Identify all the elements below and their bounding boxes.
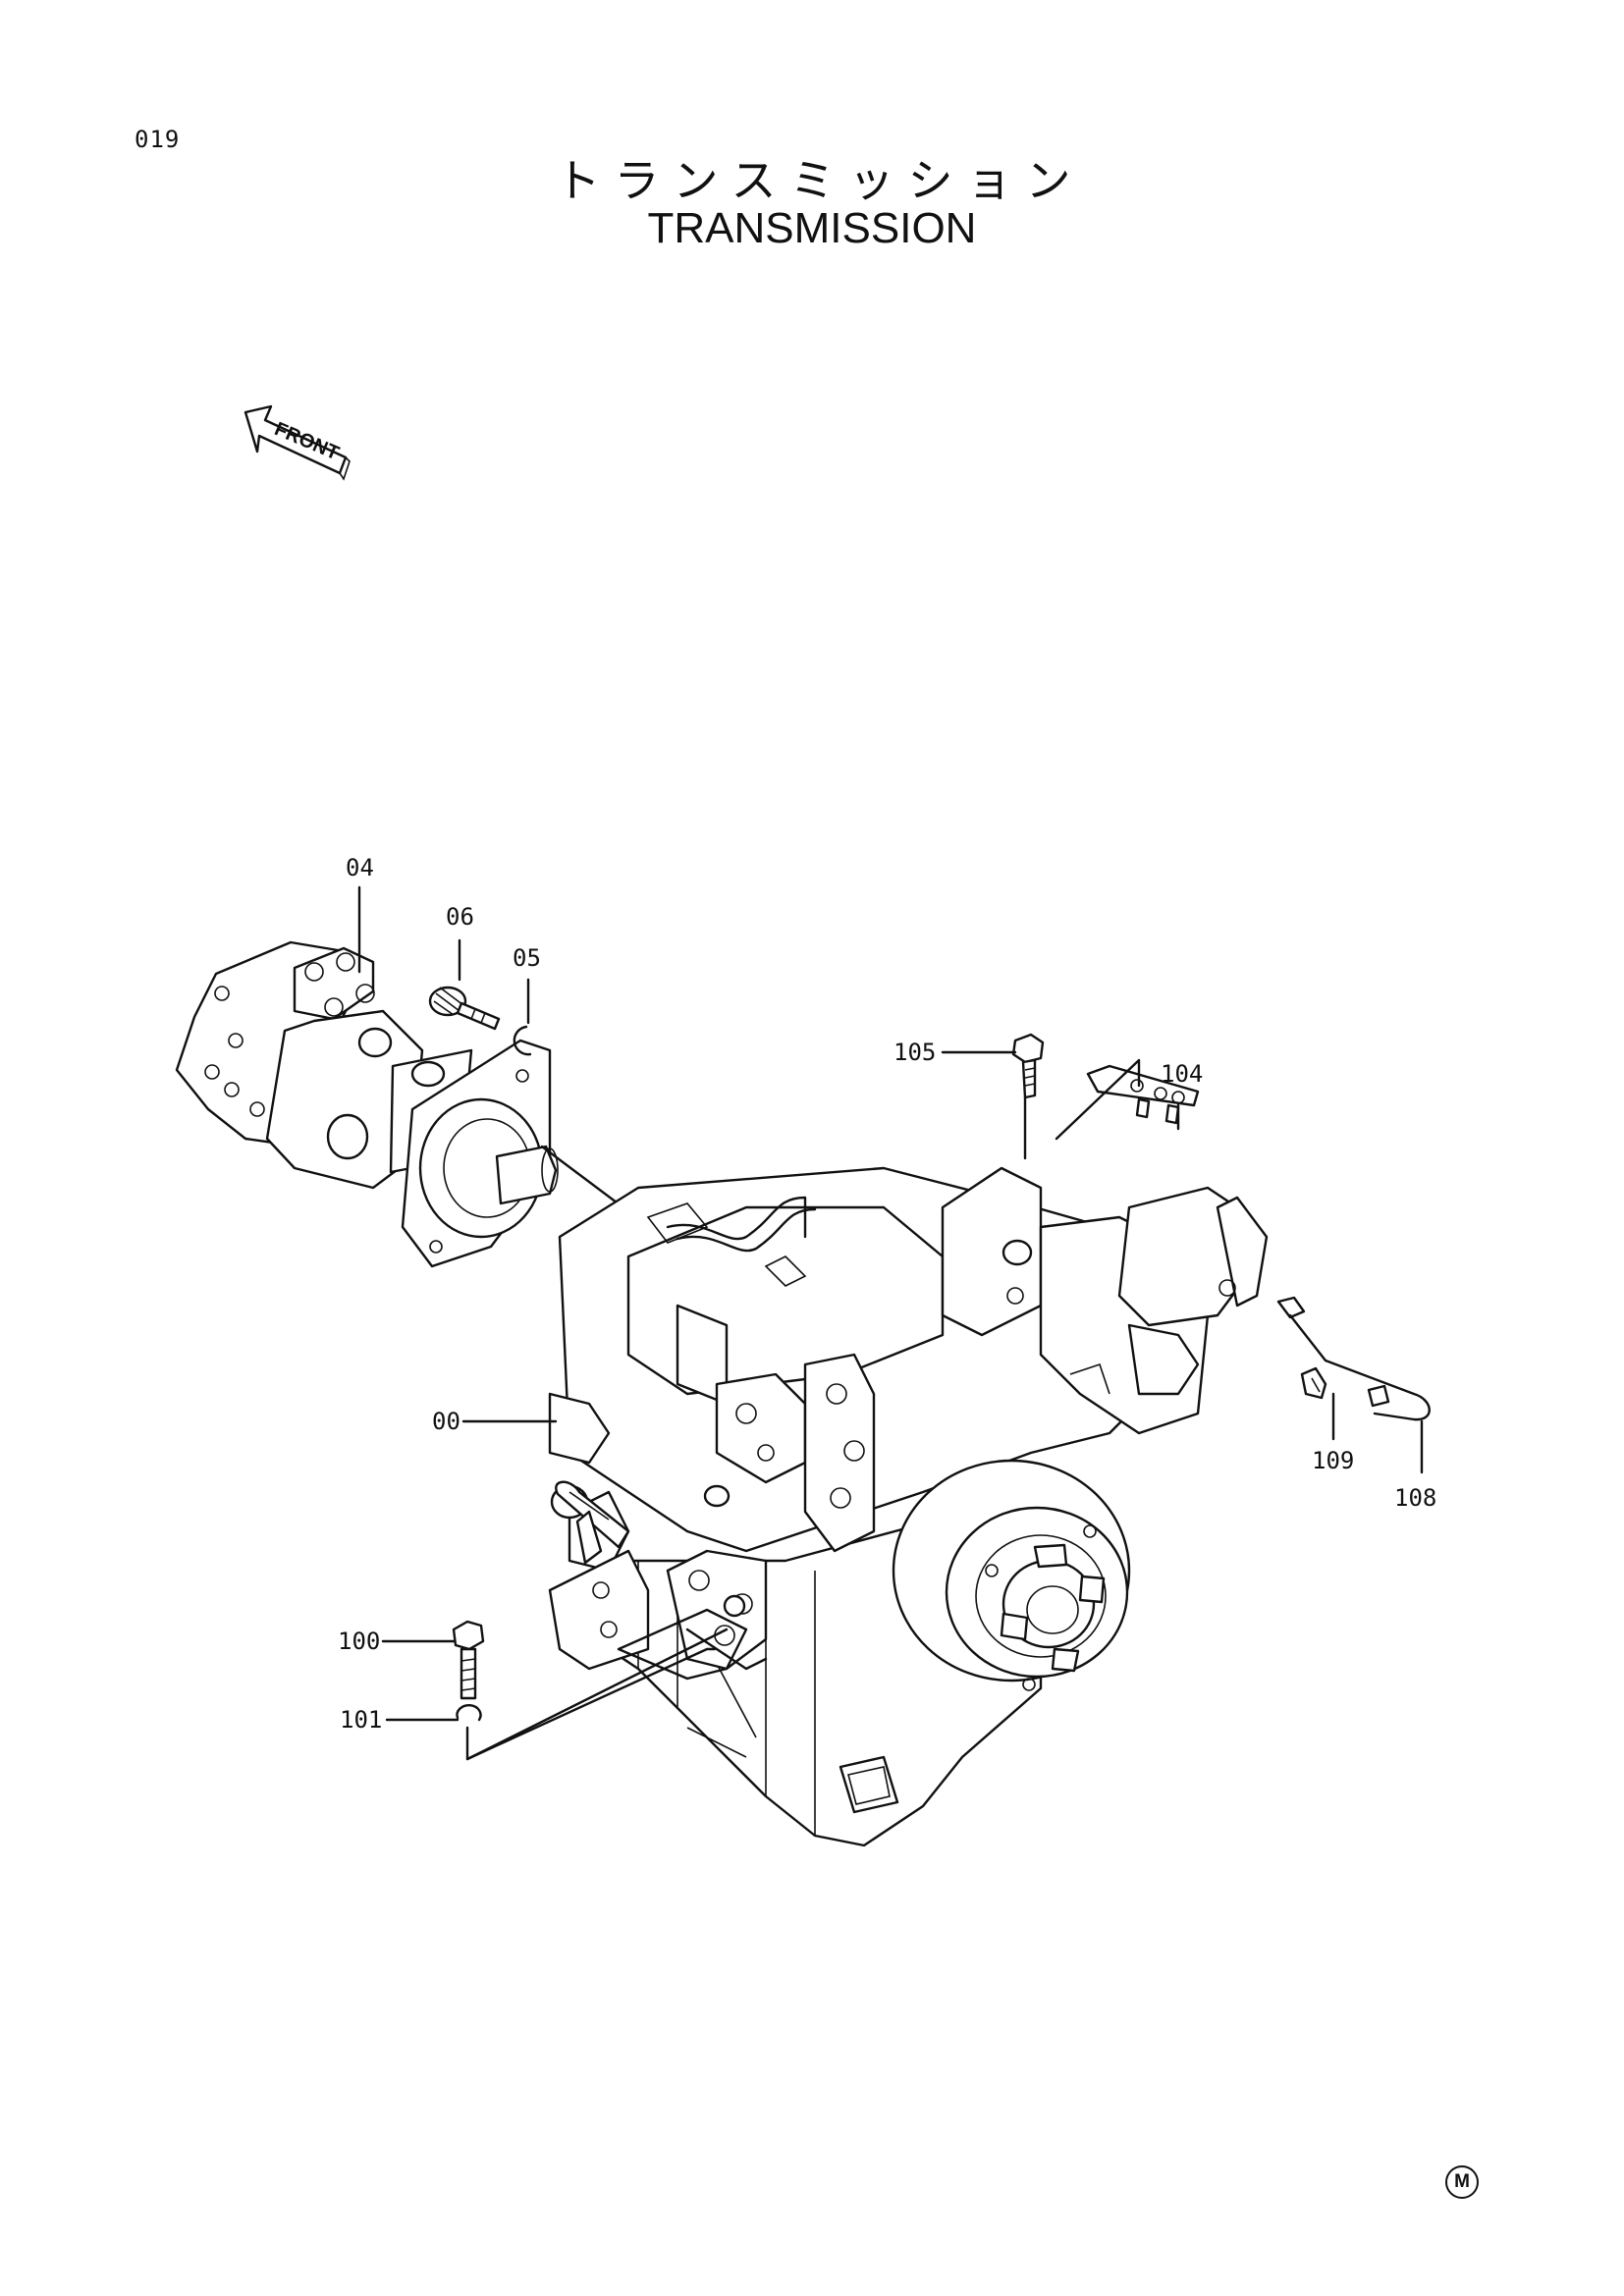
title-english: TRANSMISSION — [647, 204, 977, 252]
corner-mark: M — [1445, 2165, 1479, 2199]
callout-05: 05 — [513, 944, 541, 972]
dipstick-part-108 — [1276, 1296, 1431, 1421]
title-japanese: トランスミッション — [555, 154, 1085, 207]
page-number: 019 — [135, 126, 181, 153]
callout-105: 105 — [893, 1039, 937, 1066]
callout-100: 100 — [338, 1628, 381, 1655]
callout-109: 109 — [1312, 1447, 1355, 1474]
bolt-part-105 — [1011, 1033, 1045, 1099]
callout-101: 101 — [340, 1706, 383, 1734]
washer-part-101 — [456, 1703, 482, 1722]
callout-00: 00 — [432, 1408, 460, 1435]
callout-104: 104 — [1161, 1060, 1204, 1088]
bolt-part-100 — [452, 1620, 485, 1700]
snap-ring-part-05 — [513, 1025, 532, 1056]
leader-lines — [357, 885, 1424, 1761]
front-arrow-icon: FRONT — [244, 404, 351, 481]
callout-04: 04 — [346, 854, 374, 881]
bolt-part-06 — [428, 986, 501, 1031]
callout-108: 108 — [1394, 1484, 1437, 1512]
bracket-part-104 — [1086, 1064, 1200, 1125]
clip-part-109 — [1300, 1366, 1327, 1400]
hydraulic-motor-part-04 — [175, 940, 638, 1268]
callout-06: 06 — [446, 903, 474, 931]
transmission-housing-part-00 — [548, 1166, 1269, 1847]
